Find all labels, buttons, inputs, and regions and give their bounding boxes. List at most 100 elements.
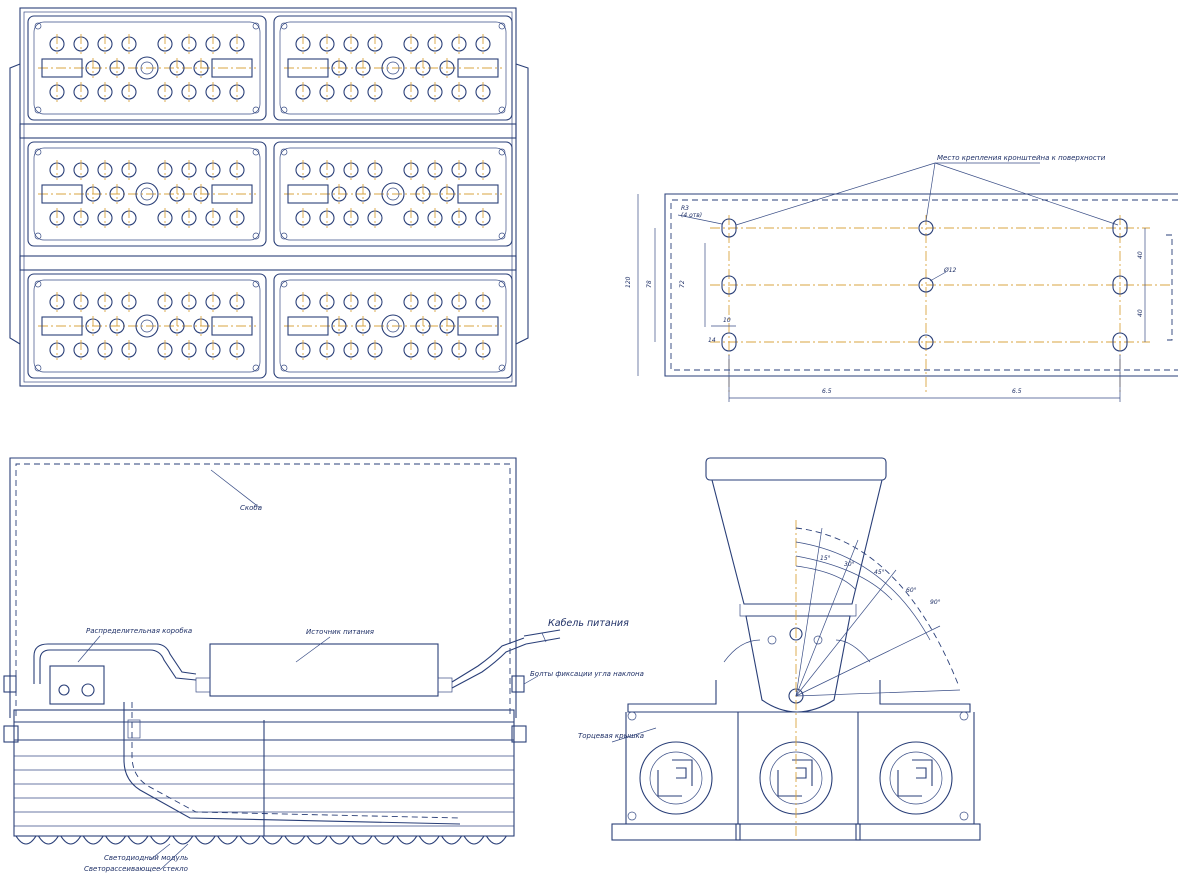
screw bbox=[498, 22, 506, 30]
connector bbox=[211, 58, 253, 78]
lens-row bbox=[15, 835, 507, 845]
side-lens bbox=[37, 835, 59, 845]
side-lens bbox=[306, 835, 328, 845]
lens-inner bbox=[140, 61, 154, 75]
angle-45: 45° bbox=[874, 569, 885, 576]
connector bbox=[211, 316, 253, 336]
side-lens bbox=[329, 835, 351, 845]
led-module-inner bbox=[33, 21, 261, 115]
screw bbox=[498, 106, 506, 114]
led-module bbox=[27, 141, 267, 247]
dim-v-120: 120 bbox=[625, 276, 632, 288]
side-lens bbox=[194, 835, 216, 845]
screw bbox=[252, 106, 260, 114]
angle-90: 90° bbox=[930, 599, 941, 606]
junction-box-label: Распределительная коробка bbox=[86, 627, 192, 635]
power-source-label: Источник питания bbox=[306, 628, 374, 636]
screw bbox=[252, 22, 260, 30]
side-lens bbox=[60, 835, 82, 845]
hole-count-label: (4 отв) bbox=[681, 212, 702, 219]
side-lens bbox=[441, 835, 463, 845]
side-view: Скоба Источник питания Распределительная… bbox=[3, 457, 644, 873]
hole-radius-label: R3 bbox=[681, 205, 689, 212]
lens bbox=[135, 314, 159, 338]
screw bbox=[34, 148, 42, 156]
side-lens bbox=[127, 835, 149, 845]
led-modules bbox=[27, 15, 513, 379]
side-lens bbox=[149, 835, 171, 845]
screw bbox=[34, 22, 42, 30]
side-lens bbox=[485, 835, 507, 845]
led-module-inner bbox=[279, 147, 507, 241]
led-module bbox=[273, 15, 513, 121]
connector bbox=[457, 316, 499, 336]
screw bbox=[498, 148, 506, 156]
dim-slot-w: 10 bbox=[723, 317, 731, 324]
angle-30: 30° bbox=[844, 561, 855, 568]
dim-v-40a: 40 bbox=[1137, 251, 1144, 259]
side-lens bbox=[284, 835, 306, 845]
side-lens bbox=[239, 835, 261, 845]
side-lens bbox=[217, 835, 239, 845]
screw bbox=[280, 232, 288, 240]
screw bbox=[34, 106, 42, 114]
lens-inner bbox=[140, 187, 154, 201]
dim-slot-h: 14 bbox=[708, 337, 716, 344]
dim-v-78: 78 bbox=[646, 280, 653, 288]
lens bbox=[381, 56, 405, 80]
side-lens bbox=[105, 835, 127, 845]
fixing-bolts-label: Болты фиксации угла наклона bbox=[530, 670, 644, 678]
end-view: 15° 30° 45° 60° 90° Торцевая крышка bbox=[578, 457, 981, 841]
side-lens bbox=[82, 835, 104, 845]
dim-h-left: 6.5 bbox=[822, 388, 832, 395]
connector bbox=[287, 316, 329, 336]
mount-note: Место крепления кронштейна к поверхности bbox=[937, 154, 1106, 162]
side-lens bbox=[418, 835, 440, 845]
side-lens bbox=[261, 835, 283, 845]
screw bbox=[280, 148, 288, 156]
led-module bbox=[27, 273, 267, 379]
connector bbox=[41, 184, 83, 204]
side-lens bbox=[396, 835, 418, 845]
lens-inner bbox=[386, 187, 400, 201]
angle-60: 60° bbox=[906, 587, 917, 594]
side-lens bbox=[373, 835, 395, 845]
lens bbox=[381, 182, 405, 206]
screw bbox=[252, 148, 260, 156]
dim-h-right: 6.5 bbox=[1012, 388, 1022, 395]
lens-inner bbox=[386, 61, 400, 75]
screw bbox=[252, 364, 260, 372]
connector bbox=[457, 58, 499, 78]
screw bbox=[280, 106, 288, 114]
mounting-view: Место крепления кронштейна к поверхности… bbox=[625, 154, 1178, 402]
led-module-inner bbox=[33, 279, 261, 373]
connector bbox=[41, 58, 83, 78]
lens-inner bbox=[386, 319, 400, 333]
connector bbox=[287, 184, 329, 204]
connector bbox=[211, 184, 253, 204]
center-hole-label: Ø12 bbox=[943, 267, 957, 274]
screw bbox=[34, 232, 42, 240]
side-lens bbox=[172, 835, 194, 845]
screw bbox=[280, 280, 288, 288]
side-lens bbox=[15, 835, 37, 845]
led-module bbox=[27, 15, 267, 121]
led-module-inner bbox=[279, 279, 507, 373]
screw bbox=[280, 364, 288, 372]
screw bbox=[252, 232, 260, 240]
cable-label: Кабель питания bbox=[548, 618, 629, 629]
bracket-label: Скоба bbox=[240, 504, 262, 512]
diffuser-label: Светорассеивающее стекло bbox=[84, 865, 188, 873]
angle-15: 15° bbox=[820, 555, 831, 562]
screw bbox=[498, 232, 506, 240]
lens-inner bbox=[140, 319, 154, 333]
connector bbox=[457, 184, 499, 204]
optical-module-label: Светодиодный модуль bbox=[104, 854, 188, 862]
screw bbox=[34, 280, 42, 288]
lens bbox=[135, 56, 159, 80]
side-lens bbox=[463, 835, 485, 845]
dim-v-40b: 40 bbox=[1137, 309, 1144, 317]
side-lens bbox=[351, 835, 373, 845]
screw bbox=[34, 364, 42, 372]
